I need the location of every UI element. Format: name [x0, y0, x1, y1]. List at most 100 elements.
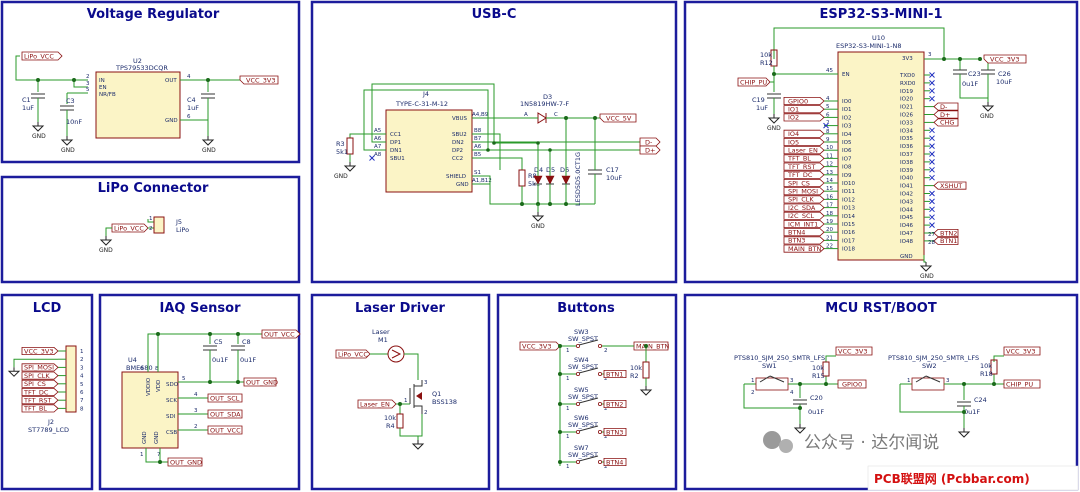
u2-val: TPS79533DCQR	[115, 64, 168, 72]
svg-text:SW_SPST: SW_SPST	[568, 451, 598, 459]
svg-text:R15: R15	[812, 372, 825, 380]
svg-text:LiPo: LiPo	[176, 226, 189, 234]
lipo-circuit: LiPo_VCC 1 2 J5 LiPo GND	[99, 216, 189, 254]
svg-text:3: 3	[424, 380, 428, 386]
svg-text:2: 2	[604, 434, 608, 440]
svg-text:10uF: 10uF	[996, 78, 1012, 86]
esp-left-net-label: BTN3	[788, 237, 805, 245]
lcd-net	[21, 363, 59, 372]
svg-text:IO42: IO42	[900, 192, 913, 198]
svg-text:IO12: IO12	[842, 197, 855, 203]
u10-esp32-module	[837, 51, 925, 261]
svg-text:IO37: IO37	[900, 152, 913, 158]
svg-text:NR/FB: NR/FB	[99, 92, 116, 98]
svg-text:U4: U4	[128, 356, 137, 364]
usbc-frame	[310, 0, 678, 284]
svg-text:GND: GND	[456, 182, 469, 188]
iaq-title: IAQ Sensor	[160, 301, 242, 316]
svg-text:S1: S1	[474, 170, 481, 176]
svg-text:13: 13	[826, 170, 833, 176]
lcd-net-label: VCC_3V3	[24, 347, 54, 355]
svg-text:CSB: CSB	[166, 430, 177, 436]
svg-text:IO18: IO18	[842, 247, 855, 253]
svg-text:SDI: SDI	[166, 414, 176, 420]
iaq-net-out-gnd	[243, 377, 277, 387]
esp-left-net	[783, 219, 825, 229]
svg-text:3: 3	[946, 378, 950, 384]
esp-left-net-label: BTN4	[788, 229, 805, 237]
svg-text:10k: 10k	[630, 364, 642, 372]
svg-text:IO35: IO35	[900, 136, 913, 142]
svg-text:2: 2	[149, 226, 153, 232]
voltage-regulator-title: Voltage Regulator	[87, 7, 220, 22]
esp-left-net	[783, 195, 825, 204]
svg-text:5: 5	[182, 376, 186, 382]
esp-right-net-label: D-	[940, 103, 948, 111]
svg-text:10k: 10k	[760, 51, 772, 59]
switch-contact	[578, 367, 599, 374]
svg-text:3: 3	[928, 52, 932, 58]
svg-text:IO38: IO38	[900, 160, 913, 166]
svg-text:2: 2	[424, 410, 428, 416]
svg-text:IO46: IO46	[900, 223, 913, 229]
svg-text:D3: D3	[543, 93, 552, 101]
svg-text:IO2: IO2	[842, 115, 851, 121]
esp-right-net-label: BTN2	[940, 229, 957, 237]
j4-usbc-connector	[385, 109, 473, 193]
lcd-net-label: TFT_DC	[23, 388, 49, 396]
j4-ref: J4	[422, 90, 429, 98]
svg-text:0u1F: 0u1F	[962, 80, 978, 88]
svg-text:10k: 10k	[812, 364, 824, 372]
svg-text:10uF: 10uF	[606, 174, 622, 182]
svg-text:3V3: 3V3	[902, 56, 913, 62]
svg-text:IO33: IO33	[900, 120, 913, 126]
c4-ref: C4	[187, 96, 196, 104]
svg-text:SW1: SW1	[762, 362, 777, 370]
iaq-net-out-vcc	[261, 329, 301, 339]
lcd-title: LCD	[33, 301, 62, 316]
svg-text:3: 3	[86, 81, 90, 87]
svg-text:C24: C24	[974, 396, 987, 404]
svg-text:1N5819HW-7-F: 1N5819HW-7-F	[520, 100, 569, 108]
btn-net-vcc	[519, 341, 561, 351]
mcu-rst-circuit: PTS810_SJM_250_SMTR_LFS SW1 1 3 2 4 10k …	[734, 346, 1041, 438]
r2-resistor	[642, 361, 650, 379]
svg-text:IO44: IO44	[900, 207, 913, 213]
svg-text:4: 4	[826, 96, 830, 102]
lipo-frame	[0, 175, 301, 284]
svg-text:SW2: SW2	[922, 362, 937, 370]
svg-text:22: 22	[826, 244, 833, 250]
lcd-net	[21, 404, 59, 413]
lcd-net	[21, 346, 59, 356]
svg-text:C: C	[554, 112, 558, 118]
svg-text:IO1: IO1	[842, 107, 851, 113]
svg-text:IO36: IO36	[900, 144, 913, 150]
esp-left-net-label: ICM_INT1	[788, 220, 818, 228]
btn-net-label: BTN3	[606, 428, 623, 436]
svg-text:SW_SPST: SW_SPST	[568, 421, 598, 429]
svg-text:IO43: IO43	[900, 199, 913, 205]
r15-resistor	[822, 361, 830, 377]
mcu-rst-title: MCU RST/BOOT	[825, 301, 937, 316]
svg-text:2: 2	[194, 424, 198, 430]
esp-left-net	[783, 228, 825, 237]
svg-text:DN1: DN1	[390, 148, 402, 154]
esp-left-net	[783, 137, 825, 147]
esp-left-net	[783, 244, 825, 253]
esp-right-net	[933, 236, 959, 245]
svg-text:A5: A5	[374, 128, 382, 134]
svg-text:1: 1	[404, 398, 408, 404]
esp-left-net-label: I2C_SDA	[788, 204, 816, 212]
esp-net-vcc	[983, 54, 1027, 64]
svg-text:8: 8	[80, 406, 84, 412]
svg-text:1: 1	[140, 452, 144, 458]
sw1-switch	[755, 377, 789, 391]
svg-text:GND: GND	[154, 431, 160, 444]
lipo-title: LiPo Connector	[98, 181, 209, 196]
vreg-net-vcc-3v3	[239, 75, 279, 85]
svg-text:R2: R2	[630, 372, 639, 380]
svg-text:B8: B8	[474, 128, 482, 134]
j4-val: TYPE-C-31-M-12	[395, 100, 448, 108]
svg-text:2: 2	[604, 376, 608, 382]
svg-text:GND: GND	[142, 431, 148, 444]
